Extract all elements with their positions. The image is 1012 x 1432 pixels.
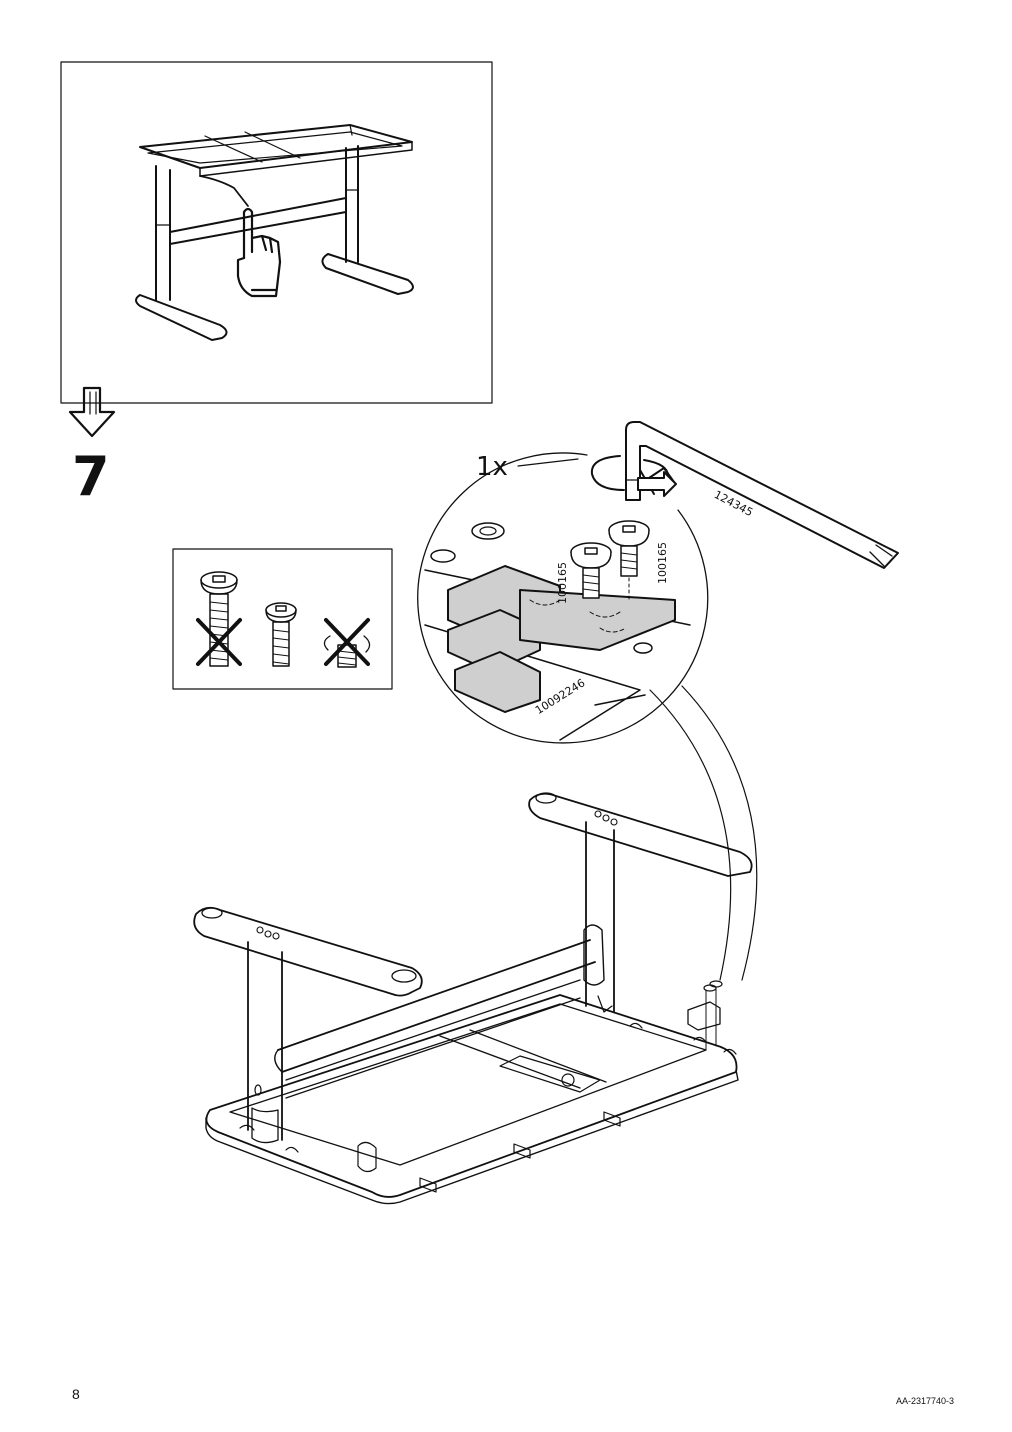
desk-frame-preview (135, 124, 414, 341)
allen-key-icon (625, 421, 899, 569)
screw-long-crossed-icon (196, 571, 242, 667)
detail-contents (424, 520, 691, 741)
document-code: AA-2317740-3 (896, 1396, 955, 1406)
screw-code-right-label: 100165 (656, 542, 669, 584)
screw-correct-icon (265, 602, 297, 667)
screw-warning-panel (172, 548, 393, 690)
pointing-hand-icon (236, 207, 282, 298)
screw-code-left-label: 100165 (556, 562, 569, 604)
screw-short-crossed-icon (323, 618, 371, 668)
down-arrow-icon (68, 386, 116, 438)
screw-detail-left (570, 542, 612, 599)
screw-detail-right (608, 520, 650, 601)
detail-zoom-circle (417, 452, 758, 981)
table-frame-main (193, 792, 753, 1205)
quantity-label: 1x (476, 452, 508, 482)
page-number: 8 (72, 1386, 80, 1402)
rotation-arrow-icon (590, 455, 677, 497)
preview-frame (60, 61, 493, 404)
step-number: 7 (72, 445, 110, 508)
